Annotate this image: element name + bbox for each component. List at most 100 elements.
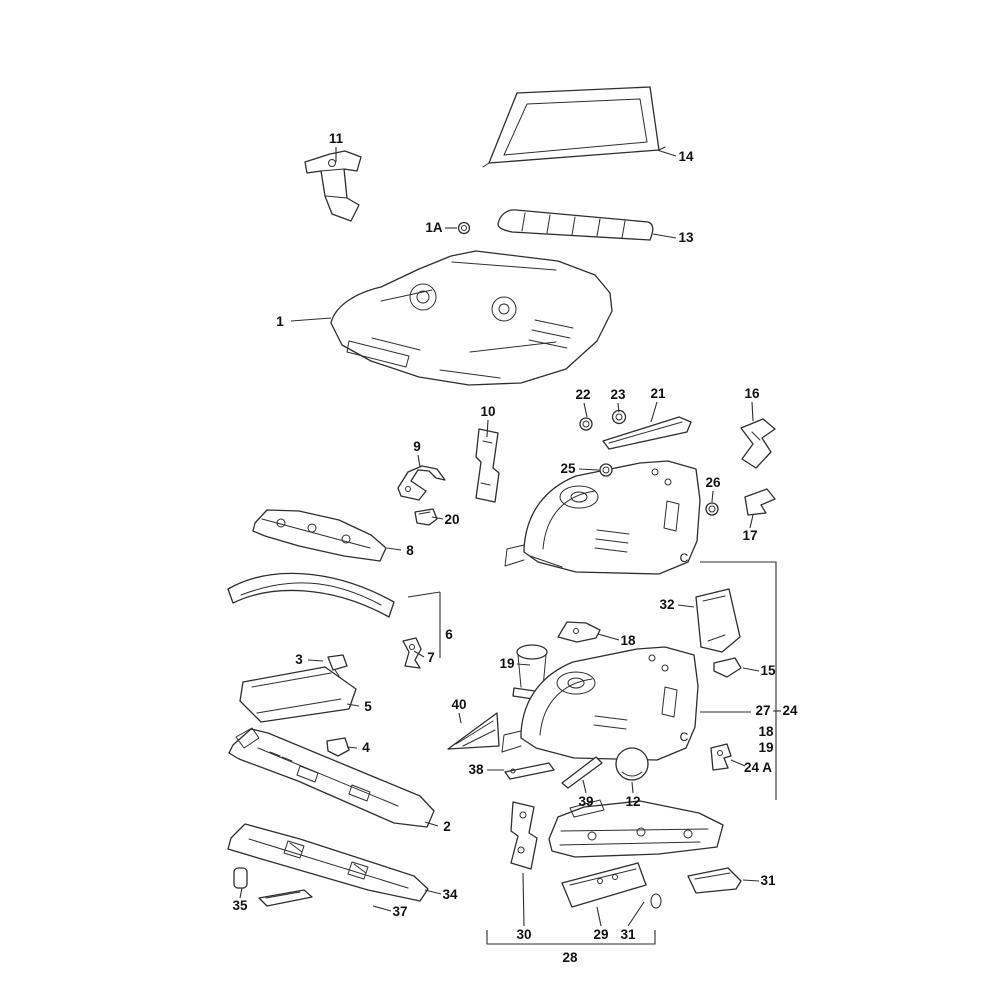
part-label-8-16: 16 bbox=[744, 386, 760, 401]
part-shape-lower-fender-liner bbox=[501, 646, 699, 761]
leader-line-14 bbox=[749, 514, 754, 529]
part-shape-38-strip bbox=[504, 762, 555, 780]
leader-line-35 bbox=[372, 905, 392, 912]
leader-line-13 bbox=[431, 516, 444, 520]
leader-line-11 bbox=[578, 468, 600, 471]
leader-line-33 bbox=[424, 889, 442, 895]
part-shape-22-nut bbox=[579, 417, 593, 431]
part-label-6-23: 23 bbox=[610, 387, 626, 402]
leader-line-32 bbox=[424, 821, 439, 827]
part-label-0-11: 11 bbox=[329, 131, 344, 146]
part-shape-29-longitudinal-rail bbox=[548, 799, 724, 858]
leader-line-21 bbox=[516, 663, 531, 666]
part-label-3-13: 13 bbox=[678, 230, 694, 245]
part-label-33-12: 12 bbox=[625, 794, 640, 809]
leader-line-34 bbox=[239, 887, 243, 899]
leader-line-3 bbox=[652, 233, 677, 239]
part-shape-40-gusset bbox=[447, 712, 500, 750]
part-label-27-18: 18 bbox=[758, 724, 774, 739]
part-shape-32-panel bbox=[695, 588, 741, 653]
leader-line-18 bbox=[413, 650, 425, 658]
part-shape-3-clip bbox=[327, 654, 348, 677]
part-shape-upper-fender-liner bbox=[504, 460, 701, 575]
leader-line-17 bbox=[407, 591, 441, 598]
leader-line-19 bbox=[307, 659, 324, 662]
leader-line-28 bbox=[346, 746, 358, 749]
part-label-25-27: 27 bbox=[755, 703, 770, 718]
leader-line-16 bbox=[677, 604, 695, 608]
part-shape-25-nut bbox=[599, 463, 613, 477]
leader-line-6 bbox=[617, 402, 620, 413]
part-label-4-1: 1 bbox=[276, 314, 284, 329]
part-label-32-39: 39 bbox=[578, 794, 593, 809]
part-label-19-3: 3 bbox=[295, 652, 303, 667]
part-label-36-35: 35 bbox=[232, 898, 248, 913]
part-label-10-9: 9 bbox=[413, 439, 421, 454]
leader-line-37 bbox=[522, 872, 525, 927]
part-label-1-14: 14 bbox=[678, 149, 694, 164]
part-label-31-38: 38 bbox=[468, 762, 484, 777]
part-label-5-22: 22 bbox=[575, 387, 590, 402]
leader-line-31 bbox=[631, 781, 634, 794]
part-label-24-5: 5 bbox=[364, 699, 372, 714]
part-label-35-34: 34 bbox=[442, 887, 458, 902]
part-shape-12-disc bbox=[615, 747, 649, 781]
part-shape-5-panel bbox=[239, 666, 357, 723]
part-label-23-40: 40 bbox=[451, 697, 466, 712]
leader-line-23 bbox=[458, 712, 462, 724]
leader-line-5 bbox=[583, 402, 588, 418]
leader-line-4 bbox=[290, 317, 332, 322]
leader-line-10 bbox=[417, 454, 421, 468]
part-shape-15-clip bbox=[713, 657, 742, 678]
leader-line-24 bbox=[346, 703, 360, 707]
group-28-bracket bbox=[486, 930, 656, 945]
part-shape-1-front-body-structure bbox=[330, 250, 613, 386]
part-label-17-6: 6 bbox=[445, 627, 453, 642]
leader-line-38 bbox=[596, 906, 602, 927]
part-label-12-26: 26 bbox=[705, 475, 721, 490]
part-label-7-21: 21 bbox=[650, 386, 666, 401]
leader-line-9 bbox=[486, 419, 489, 438]
part-shape-9-bracket bbox=[397, 465, 446, 501]
leader-line-1 bbox=[656, 149, 677, 157]
part-shape-26-nut bbox=[705, 502, 719, 516]
part-label-28-19: 19 bbox=[758, 740, 773, 755]
part-shape-31-bracket bbox=[687, 867, 742, 894]
part-label-40-29: 29 bbox=[593, 927, 608, 942]
part-label-15-8: 8 bbox=[406, 543, 414, 558]
part-label-38-31: 31 bbox=[760, 873, 776, 888]
part-shape-8-support-beam bbox=[252, 509, 387, 562]
part-label-39-30: 30 bbox=[516, 927, 531, 942]
group-27-24-bracket bbox=[700, 561, 777, 800]
part-shape-29-lower-piece bbox=[561, 862, 647, 908]
part-shape-39-strip bbox=[561, 756, 603, 789]
part-shape-6-cowl-top-panel bbox=[227, 572, 395, 618]
part-label-21-19: 19 bbox=[499, 656, 514, 671]
part-shape-23-nut bbox=[611, 409, 627, 425]
part-shape-21-rail bbox=[602, 416, 692, 450]
part-shape-24a-bracket bbox=[710, 743, 732, 771]
part-shape-16-bracket bbox=[740, 418, 776, 469]
part-label-9-10: 10 bbox=[480, 404, 495, 419]
leader-line-39 bbox=[627, 901, 645, 927]
leader-line-36 bbox=[742, 879, 760, 882]
part-label-41-31: 31 bbox=[620, 927, 636, 942]
part-label-13-20: 20 bbox=[444, 512, 459, 527]
leader-line-15 bbox=[386, 547, 402, 551]
part-label-22-15: 15 bbox=[760, 663, 776, 678]
part-shape-18-bracket bbox=[557, 621, 601, 643]
part-label-44-c: C bbox=[680, 730, 689, 744]
part-shape-34-sill-panel bbox=[227, 823, 429, 902]
part-shape-4-clip bbox=[326, 737, 350, 757]
part-label-29-24a: 24 A bbox=[744, 760, 772, 775]
part-shape-2-lower-crossmember bbox=[228, 727, 435, 828]
part-label-14-17: 17 bbox=[742, 528, 757, 543]
leader-line-12 bbox=[711, 490, 714, 503]
leader-line-7 bbox=[650, 401, 658, 423]
part-label-43-c: C bbox=[680, 551, 689, 565]
part-shape-37-strip bbox=[258, 889, 313, 907]
part-label-16-32: 32 bbox=[659, 597, 674, 612]
part-shape-1a-nut bbox=[457, 221, 471, 235]
